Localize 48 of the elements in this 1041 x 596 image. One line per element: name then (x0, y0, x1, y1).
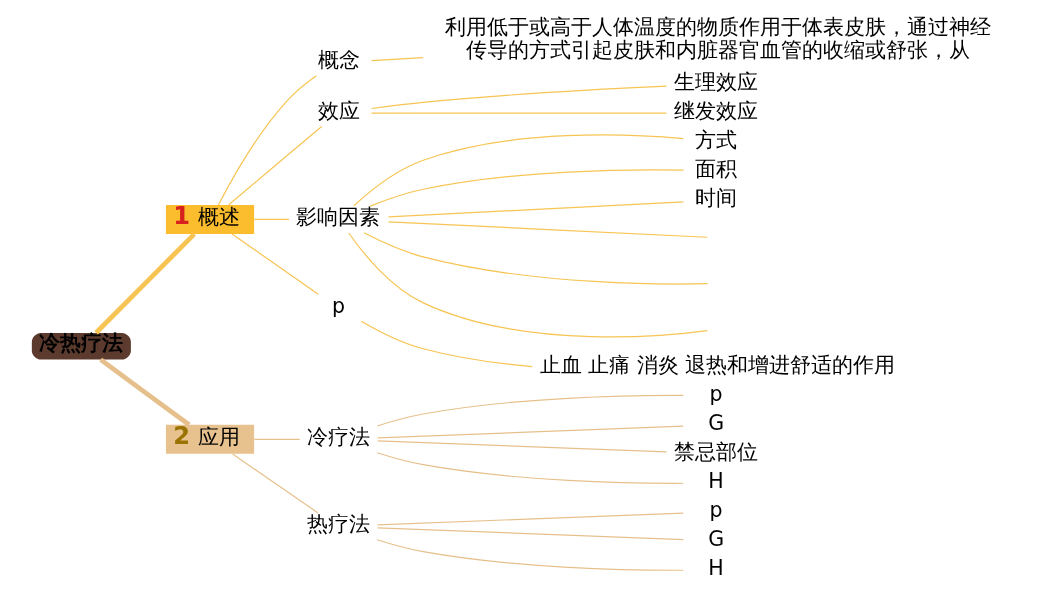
node-text: 禁忌部位 (673, 439, 758, 464)
connector (353, 134, 684, 207)
connector (376, 440, 668, 453)
node-text: 影响因素 (296, 205, 381, 230)
connector (348, 232, 708, 338)
connector (253, 438, 301, 440)
connector (217, 75, 317, 206)
node-text: p (709, 381, 723, 406)
connector (370, 112, 668, 114)
node-text: 利用低于或高于人体温度的物质作用于体表皮肤，通过神经传导的方式引起皮肤和内脏器官血管的收缩或舒张，从 (445, 15, 991, 63)
connector (376, 539, 684, 571)
connector (370, 85, 667, 110)
connector (99, 357, 191, 427)
connector (231, 233, 319, 295)
connector (376, 425, 684, 439)
connector (376, 527, 684, 541)
connector (387, 201, 685, 218)
node-text: 生理效应 (673, 70, 758, 95)
connector (376, 512, 684, 526)
connector (228, 125, 323, 206)
node-box: 冷热疗法 (31, 333, 131, 360)
connector (232, 453, 319, 514)
node-text: 效应 (317, 99, 360, 124)
connector (376, 394, 684, 427)
node-text: 方式 (695, 128, 738, 153)
node-text: G (708, 410, 725, 435)
node-text: H (708, 468, 724, 493)
connector (360, 320, 533, 368)
node-text: 面积 (695, 157, 738, 182)
node-text: H (708, 555, 724, 580)
connector (94, 232, 196, 335)
node-text: 冷疗法 (307, 425, 371, 450)
node-text: 时间 (695, 186, 738, 211)
connector (253, 218, 290, 221)
connector (376, 452, 684, 484)
connector (363, 232, 709, 285)
node-box: 2 应用 (165, 424, 255, 454)
connector (387, 221, 708, 238)
node-text: 止血 止痛 消炎 退热和增进舒适的作用 (539, 352, 896, 377)
connector (369, 169, 685, 207)
connector (370, 57, 424, 62)
node-text: G (708, 526, 725, 551)
node-text: p (332, 293, 346, 318)
node-text: 概念 (317, 48, 360, 73)
node-box: 1 概述 (165, 205, 255, 234)
node-text: 热疗法 (307, 512, 371, 537)
node-text: p (709, 497, 723, 522)
node-text: 继发效应 (673, 99, 758, 124)
